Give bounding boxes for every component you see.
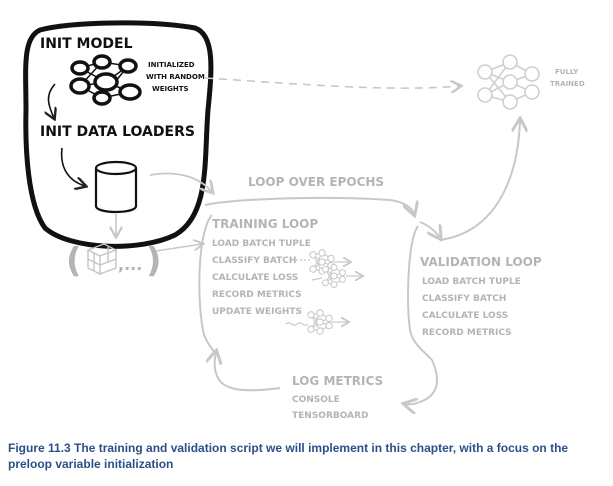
- training-step-3: CALCULATE LOSS: [212, 273, 298, 283]
- init-note-line-2: WITH RANDOM: [146, 73, 205, 81]
- trained-network-icon: [477, 54, 540, 110]
- classify-network-icon: [309, 249, 335, 275]
- init-note-line-3: WEIGHTS: [152, 85, 189, 93]
- init-model-title: INIT MODEL: [40, 36, 133, 52]
- update-network-icon: [307, 309, 333, 335]
- arrow-data-to-training: [149, 172, 212, 192]
- arrow-model-to-loaders: [48, 83, 55, 118]
- log-item-tensorboard: TENSORBOARD: [292, 411, 369, 421]
- figure-caption: Figure 11.3 The training and validation …: [8, 441, 569, 471]
- trained-line-1: FULLY: [555, 68, 579, 76]
- validation-step-3: CALCULATE LOSS: [422, 311, 508, 321]
- validation-step-2: CLASSIFY BATCH: [422, 294, 506, 304]
- arrow-training-to-validation: [419, 221, 440, 238]
- loss-dash: [311, 277, 323, 281]
- arrow-validation-to-log: [405, 359, 438, 404]
- loop-epochs-label: LOOP OVER EPOCHS: [248, 175, 384, 189]
- training-loop-bracket: [198, 214, 215, 353]
- training-script-diagram: INIT MODEL INITIALIZED WITH RANDOM WEIGH…: [23, 20, 585, 421]
- arrow-validation-to-trained: [439, 120, 520, 241]
- training-step-5: UPDATE WEIGHTS: [212, 307, 302, 317]
- batch-close-paren: ): [146, 241, 162, 281]
- arrow-loaders-to-data: [60, 147, 85, 186]
- training-loop-title: TRAINING LOOP: [212, 217, 318, 231]
- validation-loop-title: VALIDATION LOOP: [420, 255, 542, 269]
- dataset-cylinder-icon: [94, 160, 138, 214]
- log-item-console: CONSOLE: [292, 395, 340, 405]
- training-step-2: CLASSIFY BATCH: [212, 256, 296, 266]
- log-metrics-title: LOG METRICS: [292, 374, 383, 388]
- validation-step-1: LOAD BATCH TUPLE: [422, 277, 521, 287]
- loss-network-icon: [322, 264, 346, 288]
- trained-line-2: TRAINED: [550, 80, 585, 88]
- arrow-batch-to-training: [155, 244, 202, 252]
- training-step-4: RECORD METRICS: [212, 290, 302, 300]
- update-squiggle: [285, 322, 309, 326]
- init-highlight-blob: [23, 20, 214, 249]
- validation-step-4: RECORD METRICS: [422, 328, 512, 338]
- arrow-log-to-training: [215, 352, 281, 392]
- training-step-1: LOAD BATCH TUPLE: [212, 239, 311, 249]
- arrow-model-to-trained: [204, 77, 460, 88]
- sample-cube-icon: [86, 243, 118, 276]
- init-loaders-title: INIT DATA LOADERS: [40, 124, 195, 140]
- epoch-loop-arrow-top: [204, 196, 414, 214]
- random-network-icon: [69, 54, 142, 106]
- batch-open-paren: (: [66, 241, 82, 281]
- init-note-line-1: INITIALIZED: [148, 61, 195, 69]
- batch-ellipsis: ,...: [118, 255, 142, 274]
- validation-loop-bracket: [407, 225, 433, 361]
